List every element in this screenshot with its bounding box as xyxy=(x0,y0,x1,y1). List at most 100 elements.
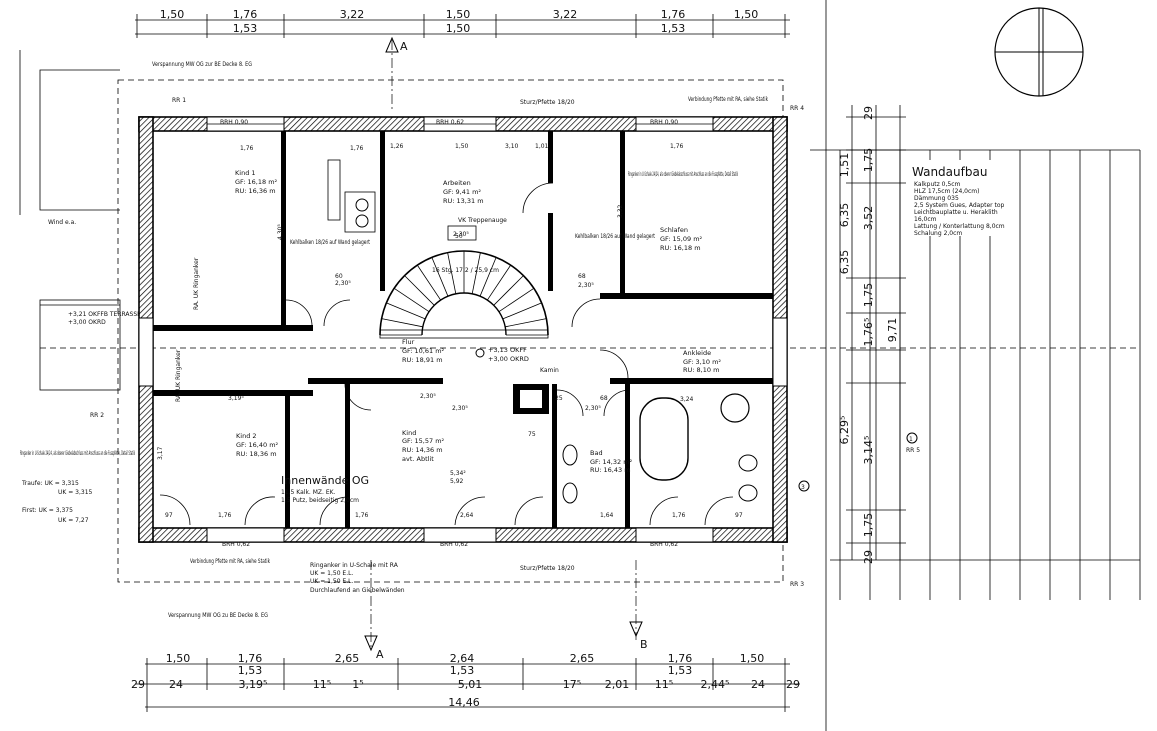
room-dimensions: 1,76 1,50 3,10 1,26 1,76 1,01 2,30⁵ 2,30… xyxy=(157,143,743,519)
svg-text:1,50: 1,50 xyxy=(166,652,191,665)
top-dim-7: 1,50 xyxy=(734,8,759,21)
total-width-dimension: 14,46 xyxy=(448,696,480,709)
top-dim-row2-1: 1,53 xyxy=(233,22,258,35)
stair-tread xyxy=(502,302,542,320)
svg-text:+3,21 OKFFB TERRASSE: +3,21 OKFFB TERRASSE xyxy=(68,311,141,318)
svg-text:RU: 18,91 m: RU: 18,91 m xyxy=(402,356,443,364)
structural-notes: Ringanker in U-Schale 24/24, als oberer … xyxy=(20,61,920,619)
interior-walls xyxy=(153,131,773,528)
desk-block xyxy=(327,159,376,233)
svg-text:Ringanker in U-Schale mit RA: Ringanker in U-Schale mit RA xyxy=(310,562,399,569)
svg-text:Kehlbalken 18/26 auf Wand gela: Kehlbalken 18/26 auf Wand gelagert xyxy=(575,233,655,240)
svg-text:3: 3 xyxy=(801,484,805,491)
svg-text:RU: 18,36 m: RU: 18,36 m xyxy=(236,450,277,458)
stair-tread xyxy=(386,302,426,320)
svg-text:25: 25 xyxy=(555,395,563,402)
svg-text:A: A xyxy=(376,648,384,661)
svg-text:BRH 0,90: BRH 0,90 xyxy=(220,119,248,126)
svg-text:97: 97 xyxy=(735,512,743,519)
spiral-staircase: 16 Stg. 17,2 / 25,9 cm VK Treppenauge 2,… xyxy=(379,217,549,339)
svg-text:Kehlbalken 18/26 auf Wand gela: Kehlbalken 18/26 auf Wand gelagert xyxy=(290,239,370,246)
top-dim-3: 3,22 xyxy=(340,8,365,21)
stair-tread xyxy=(416,264,441,301)
svg-text:29: 29 xyxy=(862,106,875,120)
svg-text:VK Treppenauge: VK Treppenauge xyxy=(458,217,507,224)
svg-text:3,52: 3,52 xyxy=(862,206,875,231)
svg-text:2,30⁵: 2,30⁵ xyxy=(420,393,436,400)
stair-tread xyxy=(404,275,435,306)
door-swings xyxy=(159,182,734,526)
section-mark-bottom-b: B xyxy=(629,560,648,651)
svg-text:1,75: 1,75 xyxy=(862,513,875,538)
svg-text:HLZ 17,5cm (24,0cm): HLZ 17,5cm (24,0cm) xyxy=(914,188,979,195)
svg-text:+3,13 OKFF: +3,13 OKFF xyxy=(488,346,527,354)
north-arrow-icon xyxy=(994,7,1084,97)
svg-text:2,65: 2,65 xyxy=(335,652,360,665)
svg-text:1,76: 1,76 xyxy=(672,512,686,519)
svg-text:Ankleide: Ankleide xyxy=(683,349,711,357)
svg-text:RR 2: RR 2 xyxy=(90,412,104,419)
svg-text:Lattung / Konterlattung 8,0cm: Lattung / Konterlattung 8,0cm xyxy=(914,223,1005,230)
top-dim-6: 1,76 xyxy=(661,8,686,21)
svg-text:Arbeiten: Arbeiten xyxy=(443,179,471,187)
svg-text:1,01: 1,01 xyxy=(535,143,549,150)
svg-text:BRH 0,62: BRH 0,62 xyxy=(222,541,250,548)
svg-text:Wind e.a.: Wind e.a. xyxy=(48,219,76,226)
svg-text:First: UK = 3,375: First: UK = 3,375 xyxy=(22,507,73,514)
stair-tread xyxy=(479,257,497,297)
right-dimension-chain: 29 1,51 1,75 6,35 3,52 6,35 1,75 1,76⁵ 9… xyxy=(838,105,906,564)
svg-text:2,65: 2,65 xyxy=(570,652,595,665)
svg-text:UK = 1,50 E.L.: UK = 1,50 E.L. xyxy=(310,570,353,577)
svg-text:1,76: 1,76 xyxy=(350,145,364,152)
svg-text:16 Stg. 17,2 / 25,9 cm: 16 Stg. 17,2 / 25,9 cm xyxy=(432,267,499,274)
bathroom-fixtures xyxy=(562,393,758,504)
svg-text:GF: 15,09 m²: GF: 15,09 m² xyxy=(660,235,703,243)
svg-text:68: 68 xyxy=(600,395,608,402)
top-dim-row2-3: 1,53 xyxy=(661,22,686,35)
svg-text:UK = 7,27: UK = 7,27 xyxy=(58,517,89,524)
svg-text:1,53: 1,53 xyxy=(450,664,475,677)
svg-text:3,24: 3,24 xyxy=(680,396,694,403)
svg-text:3,17: 3,17 xyxy=(157,446,164,460)
svg-text:1,53: 1,53 xyxy=(668,664,693,677)
svg-text:A: A xyxy=(400,40,408,53)
stair-tread xyxy=(487,264,512,301)
svg-text:RU: 16,18 m: RU: 16,18 m xyxy=(660,244,701,252)
stair-tread xyxy=(505,318,547,328)
svg-text:3,19⁵: 3,19⁵ xyxy=(239,678,268,691)
svg-text:Schlafen: Schlafen xyxy=(660,226,688,234)
svg-text:Durchlaufend an Giebelwänden: Durchlaufend an Giebelwänden xyxy=(310,587,405,594)
stair-tread xyxy=(471,252,481,294)
svg-text:1,5 Putz, beidseitig 2,0cm: 1,5 Putz, beidseitig 2,0cm xyxy=(281,497,359,504)
stair-tread xyxy=(393,287,430,312)
svg-text:Verbindung Pfette mit RA, sieh: Verbindung Pfette mit RA, siehe Statik xyxy=(688,96,768,103)
svg-text:11⁵: 11⁵ xyxy=(313,678,331,691)
svg-text:29: 29 xyxy=(862,550,875,564)
svg-text:BRH 0,62: BRH 0,62 xyxy=(650,541,678,548)
svg-text:RU: 8,10 m: RU: 8,10 m xyxy=(683,366,719,374)
svg-text:RU: 13,31 m: RU: 13,31 m xyxy=(443,197,484,205)
stair-tread xyxy=(493,275,524,306)
windows: BRH 0,90 BRH 0,62 BRH 0,90 BRH 0,62 BRH … xyxy=(138,116,788,548)
svg-text:Traufe: UK = 3,315: Traufe: UK = 3,315 xyxy=(21,480,79,487)
svg-text:4,30⁵: 4,30⁵ xyxy=(277,224,284,240)
svg-text:68: 68 xyxy=(578,273,586,280)
svg-text:1,64: 1,64 xyxy=(600,512,614,519)
svg-text:RA. UK Ringanker: RA. UK Ringanker xyxy=(175,349,182,402)
svg-text:UK = 3,315: UK = 3,315 xyxy=(58,489,93,496)
svg-text:6,29⁵: 6,29⁵ xyxy=(838,416,851,445)
svg-text:2,5 System Gues, Adapter top: 2,5 System Gues, Adapter top xyxy=(914,202,1005,209)
top-dimension-chain: 1,50 1,76 3,22 1,50 3,22 1,76 1,50 1,53 … xyxy=(135,8,790,38)
room-kind-2: Kind 2 GF: 16,40 m² RU: 18,36 m xyxy=(236,432,279,458)
svg-text:5,01: 5,01 xyxy=(458,678,483,691)
svg-text:60: 60 xyxy=(335,273,343,280)
svg-text:Kamin: Kamin xyxy=(540,367,559,374)
svg-text:Leichtbauplatte u. Heraklith: Leichtbauplatte u. Heraklith xyxy=(914,209,998,216)
svg-text:GF: 16,40 m²: GF: 16,40 m² xyxy=(236,441,279,449)
svg-text:75: 75 xyxy=(528,431,536,438)
wall-buildup-detail: Wandaufbau Kalkputz 0,5cm HLZ 17,5cm (24… xyxy=(810,149,1141,600)
svg-text:1,75: 1,75 xyxy=(862,148,875,173)
svg-text:1,75: 1,75 xyxy=(862,283,875,308)
svg-text:Flur: Flur xyxy=(402,338,415,346)
